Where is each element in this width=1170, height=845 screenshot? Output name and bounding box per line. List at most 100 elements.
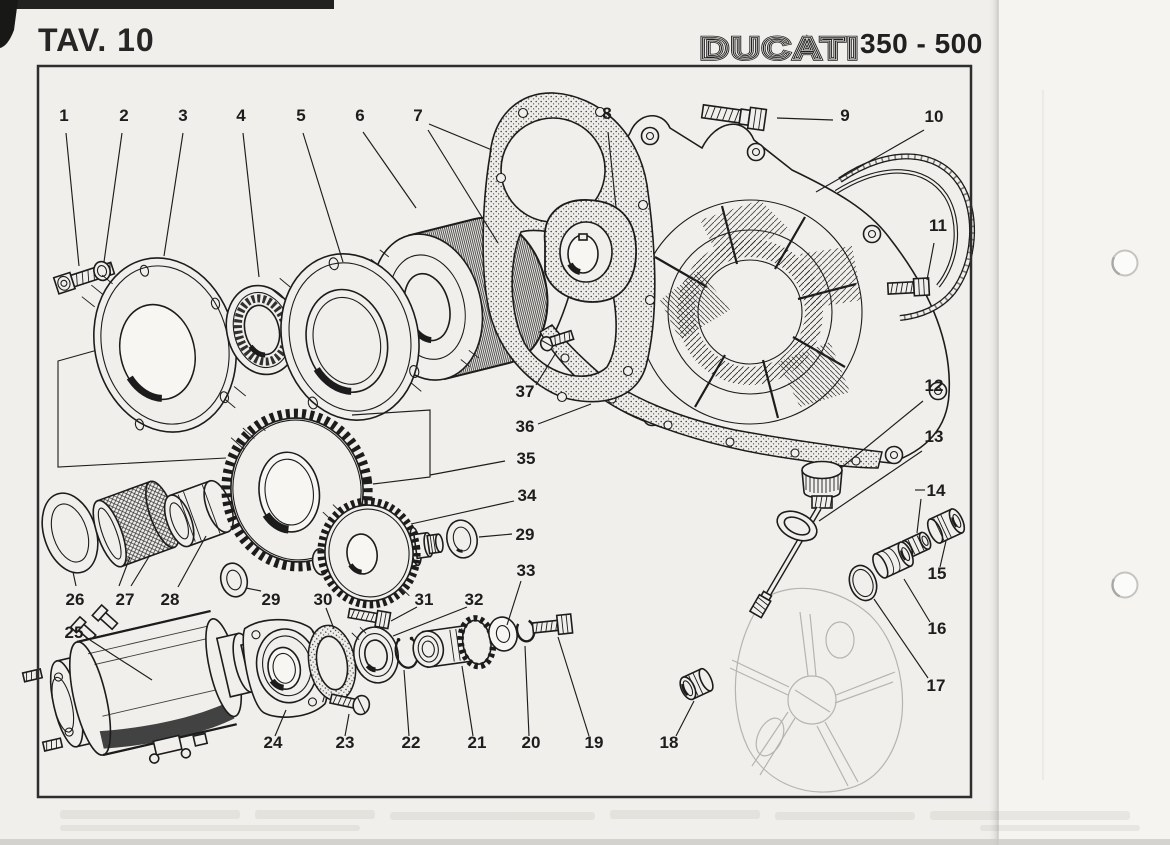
- part-30-gasket-ring: [307, 624, 357, 702]
- callout-7: 7: [413, 106, 422, 125]
- part-3-cover-plate: [81, 257, 247, 433]
- part-17-seal-ring: [848, 564, 878, 602]
- callout-leader-9: [776, 117, 834, 121]
- callout-29: 29: [262, 590, 281, 609]
- callout-1: 1: [59, 106, 68, 125]
- callout-leader-32: [392, 606, 468, 637]
- svg-text:DUCATI: DUCATI: [700, 31, 860, 66]
- ducati-logo: DUCATI DUCATI DUCATI: [698, 29, 860, 68]
- part-29-washer-left: [219, 562, 249, 598]
- punch-hole-top: [1111, 249, 1139, 277]
- callout-8: 8: [602, 104, 611, 123]
- callout-5: 5: [296, 106, 305, 125]
- part-29-washer-right: [446, 519, 478, 559]
- callout-4: 4: [236, 106, 246, 125]
- underlying-page: [998, 0, 1170, 845]
- callout-leader-16: [903, 578, 931, 623]
- grouping-bracket-left: [57, 348, 227, 468]
- callout-leader-10: [815, 129, 925, 193]
- callout-30: 30: [314, 590, 333, 609]
- callout-leader-18: [675, 700, 695, 737]
- callout-24: 24: [264, 733, 283, 752]
- callout-leader-23: [344, 713, 350, 737]
- callout-leader-8: [607, 131, 617, 208]
- callout-bracket-35: [351, 409, 431, 485]
- callout-19: 19: [585, 733, 604, 752]
- part-12-dipstick: [748, 460, 843, 619]
- callout-14: 14: [927, 481, 946, 500]
- callout-leader-28: [177, 535, 207, 588]
- callout-leader-21: [461, 665, 474, 737]
- callout-25: 25: [65, 623, 84, 642]
- callout-leader-5: [302, 132, 344, 263]
- callout-16: 16: [928, 619, 947, 638]
- callout-26: 26: [66, 590, 85, 609]
- callout-leader-30: [325, 607, 335, 630]
- callout-leader-33: [506, 580, 522, 626]
- callout-leader-27: [118, 556, 131, 587]
- ducati-logo-text: DUCATI: [700, 31, 860, 66]
- callout-leader-24: [274, 709, 287, 737]
- callout-15: 15: [928, 564, 947, 583]
- part-5-flange: [270, 253, 422, 421]
- callout-13: 13: [925, 427, 944, 446]
- callout-34: 34: [518, 486, 537, 505]
- crankcase-outline-sketch: [729, 587, 904, 793]
- callout-leader-36: [537, 403, 592, 425]
- part-8-rotor-hub: [543, 199, 637, 303]
- callout-2: 2: [119, 106, 128, 125]
- callout-leader-17: [873, 598, 929, 679]
- callout-leader-37: [535, 350, 558, 386]
- callout-leader-15: [939, 540, 947, 568]
- callout-leader-22: [403, 669, 410, 737]
- callout-leader-7: [428, 123, 493, 151]
- callout-leader-31: [390, 606, 418, 622]
- callout-37: 37: [516, 382, 535, 401]
- callout-leader-13: [818, 450, 923, 522]
- callout-12: 12: [925, 376, 944, 395]
- part-19-bolt: [531, 613, 574, 636]
- callout-6: 6: [355, 106, 364, 125]
- callout-22: 22: [402, 733, 421, 752]
- callout-leader-29: [478, 533, 513, 538]
- scan-edge-bottom-strip: [0, 839, 1170, 845]
- svg-text:DUCATI: DUCATI: [700, 31, 860, 66]
- callout-11: 11: [929, 216, 947, 235]
- callout-35: 35: [517, 449, 536, 468]
- bleedthrough-text: [60, 810, 1140, 831]
- callout-33: 33: [517, 561, 536, 580]
- callout-23: 23: [336, 733, 355, 752]
- callout-leader-2: [103, 132, 123, 263]
- callout-20: 20: [522, 733, 541, 752]
- callout-leader-12: [840, 400, 924, 469]
- callout-leader-1: [65, 132, 80, 267]
- callout-leader-35: [429, 460, 506, 476]
- part-18-bushing: [679, 667, 714, 701]
- part-13-washer: [776, 510, 818, 542]
- callout-21: 21: [468, 733, 487, 752]
- callout-10: 10: [925, 107, 944, 126]
- part-31-bolt: [347, 607, 392, 630]
- part-9-bolt: [700, 103, 768, 132]
- callout-leader-25: [89, 639, 153, 681]
- callout-leader-27: [130, 554, 151, 587]
- scan-edge-top-strip: [0, 0, 334, 9]
- part-23-screw: [329, 693, 371, 716]
- punch-hole-bottom: [1111, 571, 1139, 599]
- callout-leader-6: [362, 131, 417, 209]
- callout-31: 31: [415, 590, 434, 609]
- callout-27: 27: [116, 590, 135, 609]
- callout-leader-29: [245, 587, 262, 592]
- plate-number: TAV. 10: [38, 22, 155, 58]
- part-15-plug: [926, 508, 966, 544]
- callout-leader-7: [427, 129, 499, 244]
- callout-29: 29: [516, 525, 535, 544]
- callout-leader-19: [557, 636, 590, 737]
- part-36-gasket-holes: [560, 353, 861, 466]
- callout-leader-26: [72, 571, 77, 587]
- callout-32: 32: [465, 590, 484, 609]
- part-16-union: [872, 541, 914, 579]
- part-37-screw: [539, 329, 575, 352]
